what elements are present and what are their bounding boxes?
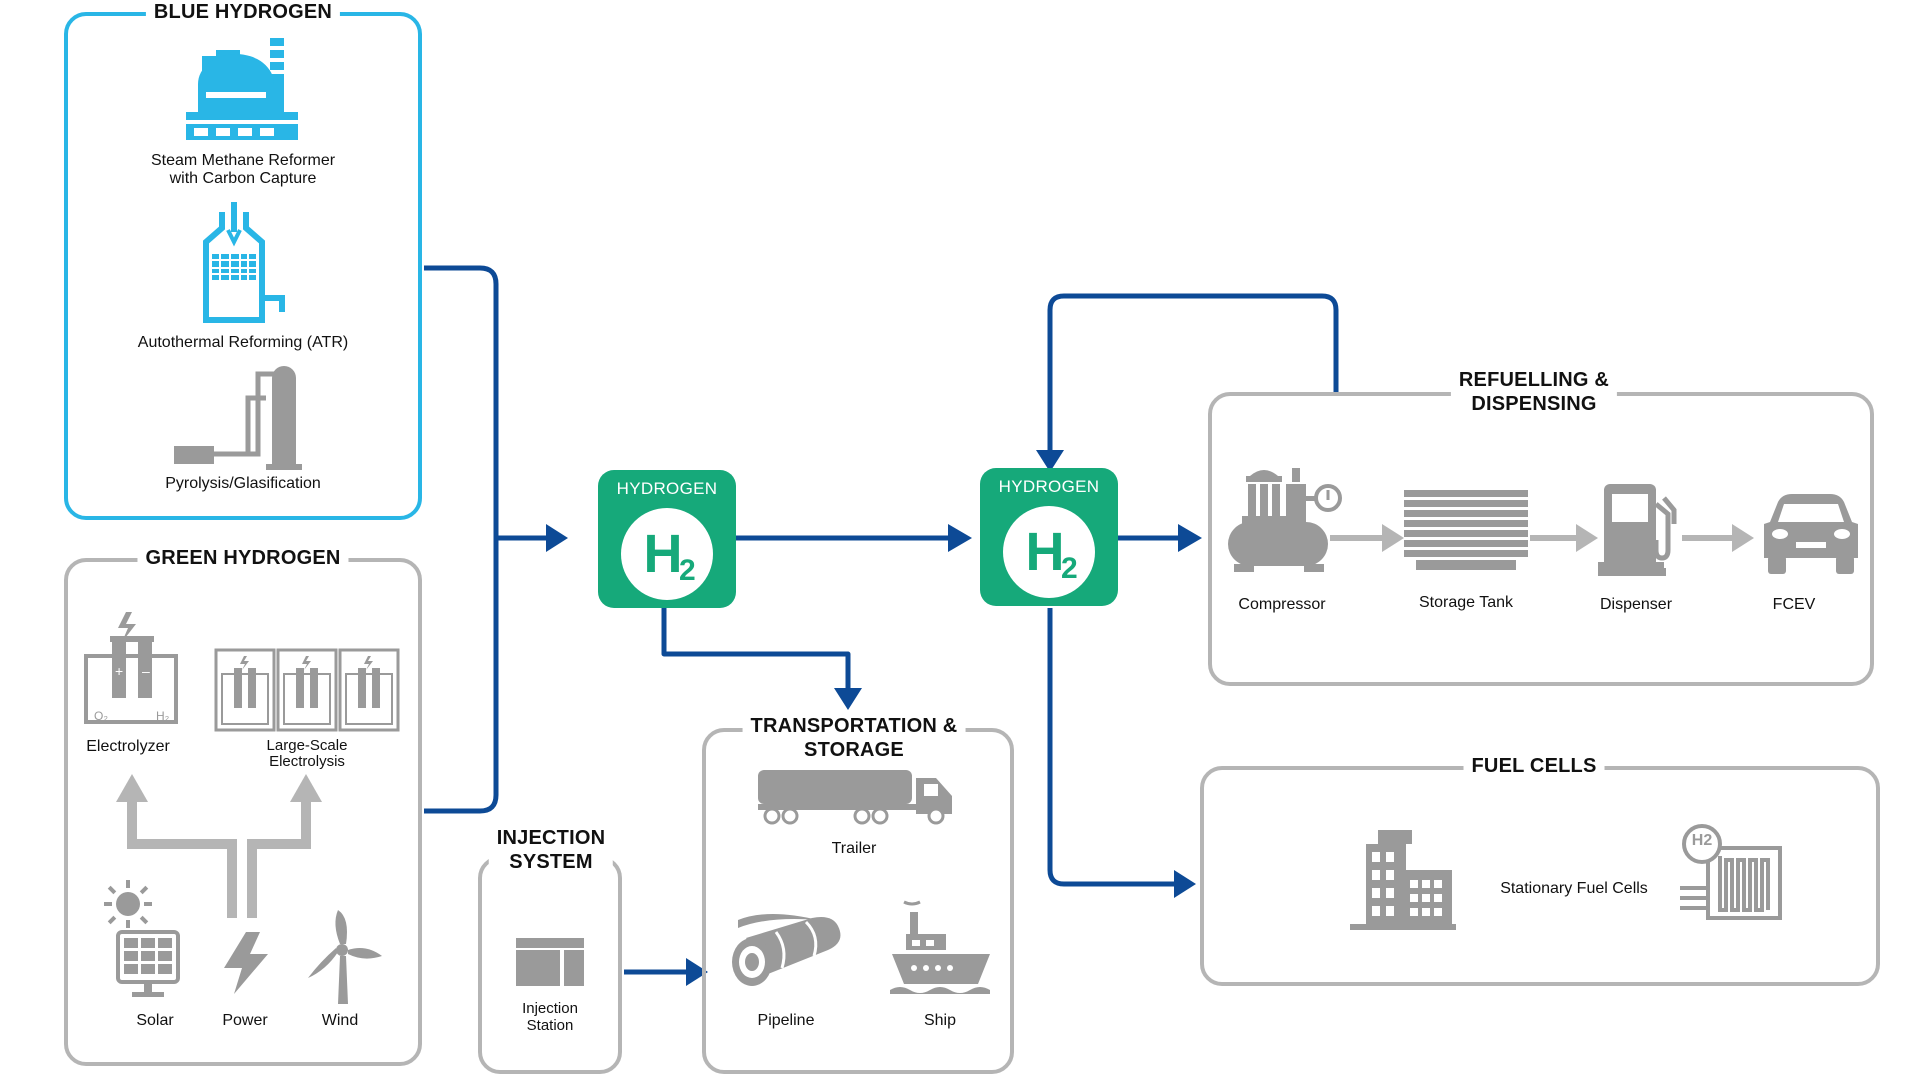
wind-icon (308, 910, 382, 1004)
injection-system-title: INJECTION SYSTEM (488, 826, 614, 874)
hub1-to-transport-arrow (661, 608, 851, 690)
ship-icon (890, 900, 990, 994)
pipeline-icon (732, 914, 841, 986)
electrolyzer-icon: O₂ H₂ + – (84, 612, 178, 724)
building-icon (1350, 830, 1456, 930)
fuel-cell-h2-badge: H2 (1691, 832, 1713, 849)
steam-methane-reformer-icon (186, 38, 298, 140)
arrowhead-transport (834, 688, 862, 710)
solar-icon (104, 880, 180, 997)
trailer-label: Trailer (831, 840, 877, 857)
h2-symbol-circle: H 2 (621, 508, 713, 600)
svg-text:O₂: O₂ (94, 709, 108, 723)
blue-to-hub-connector (424, 265, 499, 814)
h2-subscript: 2 (1061, 552, 1078, 585)
electrolyzer-label: Electrolyzer (86, 738, 170, 755)
h2-subscript: 2 (679, 554, 696, 587)
hydrogen-hub-2-title: HYDROGEN (998, 477, 1100, 496)
arrowhead-injection (686, 958, 708, 986)
injection-station-label: Injection Station (522, 1000, 578, 1034)
pyrolysis-icon (174, 366, 302, 470)
hub2-to-fuelcells-arrow (1047, 608, 1178, 887)
pipeline-label: Pipeline (757, 1012, 815, 1029)
hydrogen-hub-2: HYDROGEN H 2 (980, 468, 1118, 606)
autothermal-reformer-icon (203, 202, 285, 323)
h2-symbol: H (643, 524, 683, 584)
svg-text:H₂: H₂ (156, 709, 170, 723)
power-label: Power (222, 1012, 268, 1029)
arrowhead-join (546, 524, 568, 552)
injection-station-icon (516, 938, 584, 986)
refuelling-loop-arrow (1047, 293, 1339, 452)
fcev-icon (1764, 494, 1858, 574)
storage-tank-icon (1404, 490, 1528, 570)
compressor-icon (1228, 468, 1342, 572)
pyrolysis-label: Pyrolysis/Glasification (165, 475, 321, 492)
compressor-label: Compressor (1238, 596, 1326, 613)
green-flow-arrows (116, 774, 322, 918)
dispenser-icon (1598, 484, 1677, 576)
h2-symbol: H (1025, 522, 1065, 582)
steam-methane-label: Steam Methane Reformer with Carbon Captu… (150, 152, 336, 187)
refuelling-flow-arrows (1330, 524, 1754, 552)
ship-label: Ship (923, 1012, 957, 1029)
h2-symbol-circle: H 2 (1003, 506, 1095, 598)
large-scale-label: Large-Scale Electrolysis (266, 737, 348, 770)
hydrogen-hub-1-title: HYDROGEN (616, 479, 718, 498)
transportation-storage-title: TRANSPORTATION & STORAGE (742, 714, 966, 762)
stationary-fuel-cells-label: Stationary Fuel Cells (1500, 880, 1648, 897)
solar-label: Solar (136, 1012, 174, 1029)
large-scale-electrolysis-icon (214, 648, 400, 732)
refuelling-dispensing-title: REFUELLING & DISPENSING (1450, 368, 1618, 416)
power-icon (224, 932, 268, 994)
arrowhead-hub2 (948, 524, 972, 552)
blue-hydrogen-title: BLUE HYDROGEN (145, 0, 341, 24)
arrowhead-refuelling (1178, 524, 1202, 552)
fuel-cells-title: FUEL CELLS (1463, 754, 1605, 778)
wind-label: Wind (321, 1012, 359, 1029)
atr-label: Autothermal Reforming (ATR) (137, 334, 349, 351)
dispenser-label: Dispenser (1599, 596, 1673, 613)
svg-text:–: – (142, 663, 150, 679)
arrowhead-fuelcells (1174, 870, 1196, 898)
fcev-label: FCEV (1772, 596, 1816, 613)
fuel-cell-stack-icon (1680, 824, 1782, 920)
trailer-icon (758, 770, 952, 825)
storage-tank-label: Storage Tank (1419, 594, 1513, 611)
green-hydrogen-title: GREEN HYDROGEN (137, 546, 349, 570)
arrowhead-loop (1036, 450, 1064, 472)
svg-text:+: + (115, 663, 123, 679)
hydrogen-hub-1: HYDROGEN H 2 (598, 470, 736, 608)
